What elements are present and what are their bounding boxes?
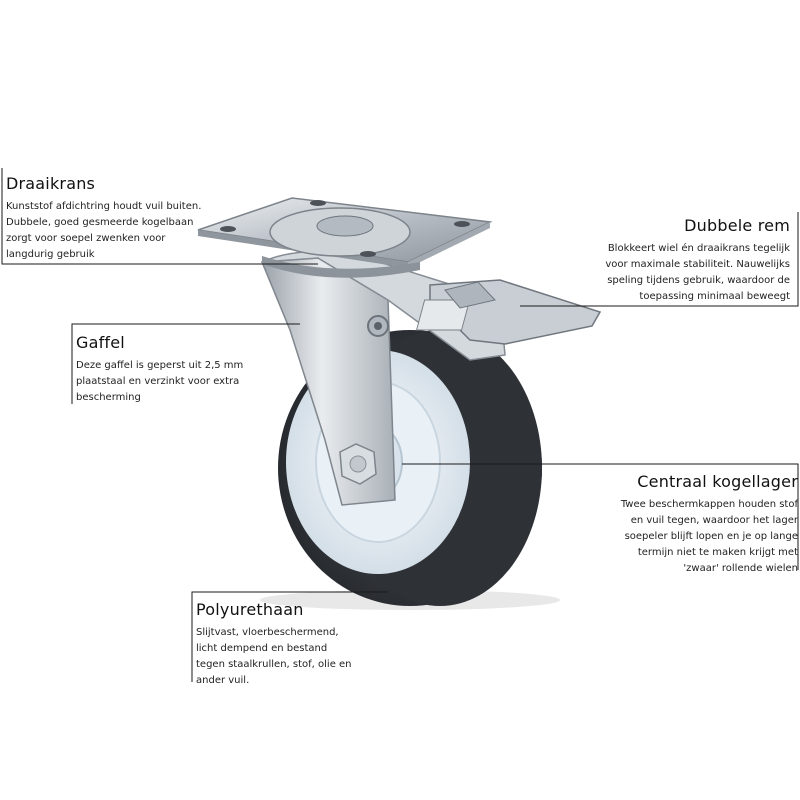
callout-draaikrans-text: Kunststof afdichtring houdt vuil buiten.…: [6, 201, 202, 260]
brake-lever: [415, 279, 602, 345]
callout-centraal-kogellager-title: Centraal kogellager: [637, 472, 798, 491]
callout-dubbele-rem: Dubbele rem Blokkeert wiel én draaikrans…: [600, 216, 790, 305]
callout-dubbele-rem-text: Blokkeert wiel én draaikrans tegelijk vo…: [605, 243, 790, 302]
callout-gaffel-text: Deze gaffel is geperst uit 2,5 mm plaats…: [76, 360, 244, 403]
swivel-center: [316, 215, 374, 237]
callout-draaikrans: Draaikrans Kunststof afdichtring houdt v…: [6, 174, 211, 263]
mounting-hole-top: [310, 200, 326, 206]
leader-gaffel: [71, 323, 300, 404]
brake-tab: [444, 281, 496, 309]
mounting-hole-right: [454, 221, 470, 227]
swivel-plate: [197, 197, 493, 278]
callout-draaikrans-title: Draaikrans: [6, 174, 96, 193]
callout-gaffel-title: Gaffel: [76, 333, 125, 352]
mounting-hole-left: [220, 226, 236, 232]
leader-draaikrans: [1, 168, 318, 265]
leader-lines: [1, 168, 799, 682]
leader-polyurethaan: [191, 591, 388, 682]
callout-centraal-kogellager: Centraal kogellager Twee beschermkappen …: [610, 472, 798, 577]
swivel-ring: [262, 256, 420, 278]
callout-polyurethaan-text: Slijtvast, vloerbeschermend, licht dempe…: [196, 627, 352, 686]
callout-centraal-kogellager-text: Twee beschermkappen houden stof en vuil …: [620, 499, 798, 574]
callout-polyurethaan: Polyurethaan Slijtvast, vloerbeschermend…: [196, 600, 356, 689]
top-plate-edge-right: [408, 222, 490, 268]
callout-polyurethaan-title: Polyurethaan: [196, 600, 304, 619]
fork: [260, 250, 506, 506]
axle-bolt: [339, 443, 377, 485]
pivot-rivet-hole: [374, 322, 382, 330]
nut-center: [349, 455, 367, 473]
mounting-hole-bottom: [360, 251, 376, 257]
callout-dubbele-rem-title: Dubbele rem: [684, 216, 790, 235]
leader-dubbele-rem: [520, 212, 799, 307]
brake-slot: [415, 299, 471, 331]
leader-kogellager: [402, 463, 799, 570]
callout-gaffel: Gaffel Deze gaffel is geperst uit 2,5 mm…: [76, 333, 261, 406]
